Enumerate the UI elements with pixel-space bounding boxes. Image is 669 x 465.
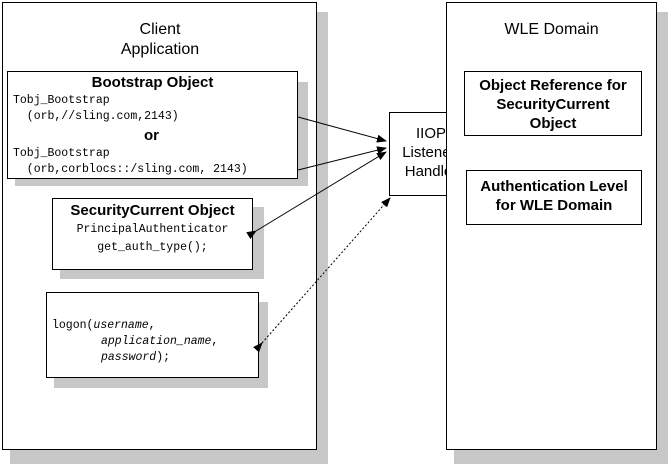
security-current-title: SecurityCurrent Object — [70, 202, 235, 219]
wle-domain-title: WLE Domain — [504, 21, 599, 38]
logon-comma-2: , — [211, 335, 219, 348]
authentication-level-box — [466, 170, 642, 225]
bootstrap-or-label: or — [144, 127, 159, 144]
logon-arg-password: password — [101, 351, 157, 364]
bootstrap-object-title: Bootstrap Object — [91, 74, 214, 91]
object-reference-label: Object Reference for SecurityCurrent Obj… — [479, 77, 627, 132]
arrow-logon-listener — [253, 197, 391, 353]
bootstrap-line-3: Tobj_Bootstrap — [13, 147, 110, 160]
bootstrap-line-4: (orb,corblocs::/sling.com, 2143) — [13, 163, 248, 176]
security-current-line-2: get_auth_type(); — [97, 241, 208, 254]
logon-arg-application-name: application_name — [101, 335, 212, 348]
logon-prefix: logon( — [52, 319, 94, 332]
logon-line-3: password); — [101, 350, 170, 365]
object-reference-box — [464, 71, 642, 136]
client-application-title: Client Application — [120, 21, 200, 58]
logon-arg-username: username — [93, 319, 149, 332]
iiop-listener-handler-label: IIOP Listener/ Handler — [402, 125, 460, 180]
arrow-bootstrap-2-to-listener — [297, 146, 387, 171]
logon-box — [46, 292, 259, 378]
authentication-level-label: Authentication Level for WLE Domain — [480, 178, 628, 214]
security-current-object-box — [52, 198, 253, 270]
security-current-line-1: PrincipalAuthenticator — [76, 223, 229, 236]
bootstrap-line-2: (orb,//sling.com,2143) — [13, 110, 179, 123]
arrow-bootstrap-1-to-listener — [297, 116, 387, 143]
logon-comma-1: , — [148, 319, 156, 332]
bootstrap-line-1: Tobj_Bootstrap — [13, 94, 110, 107]
logon-line-2: application_name, — [101, 334, 218, 349]
logon-line-1: logon(username, — [52, 318, 156, 333]
logon-suffix: ); — [156, 351, 171, 364]
